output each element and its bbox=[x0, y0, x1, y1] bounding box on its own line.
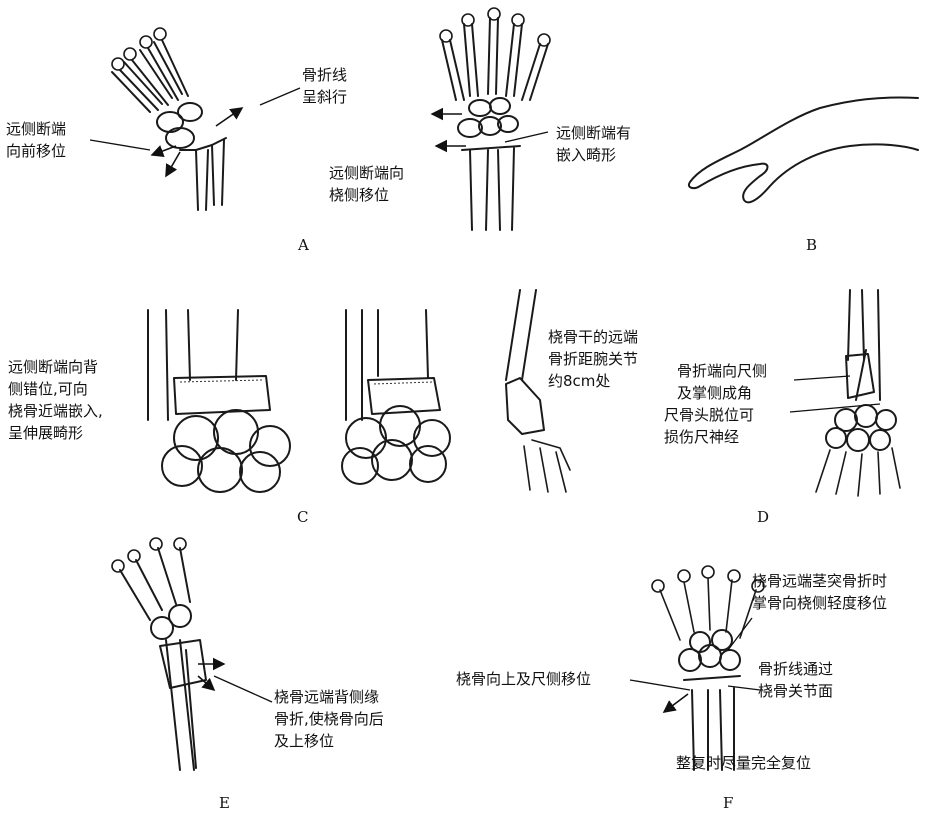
label-line-3: 及上移位 bbox=[274, 732, 335, 750]
label-line-2: 呈斜行 bbox=[302, 88, 348, 106]
label-line-2: 掌骨向桡侧轻度移位 bbox=[752, 594, 888, 612]
panel-b-hand-silhouette bbox=[688, 96, 919, 204]
label-distal-radial-displacement: 远侧断端向 桡侧移位 bbox=[329, 162, 404, 206]
panel-d-ap-angulation-drawing bbox=[789, 289, 901, 497]
panel-letter-c: C bbox=[297, 508, 309, 526]
label-dorsal-rim-fracture: 桡骨远端背侧缘 骨折,使桡骨向后 及上移位 bbox=[274, 686, 384, 752]
label-line-3: 约8cm处 bbox=[548, 372, 611, 390]
label-line-1: 骨折线 bbox=[302, 66, 348, 84]
panel-d-shaft-fracture-drawing bbox=[505, 289, 571, 493]
label-articular-surface-fracture: 骨折线通过 桡骨关节面 bbox=[758, 658, 833, 702]
label-line-2: 向前移位 bbox=[6, 142, 67, 160]
panel-f-styloid-fracture-drawing bbox=[629, 565, 765, 771]
panel-letter-a: A bbox=[298, 236, 309, 254]
label-line-1: 骨折端向尺侧 bbox=[677, 362, 768, 380]
panel-letter-d: D bbox=[757, 508, 770, 526]
label-line-3: 桡骨近端嵌入, bbox=[8, 402, 103, 420]
label-styloid-fracture: 桡骨远端茎突骨折时 掌骨向桡侧轻度移位 bbox=[752, 570, 887, 614]
label-line-1: 远侧断端有 bbox=[556, 124, 632, 142]
label-line-1: 远侧断端向背 bbox=[8, 358, 99, 376]
label-line-1: 远侧断端向 bbox=[329, 164, 405, 182]
label-impaction-deformity: 远侧断端有 嵌入畸形 bbox=[556, 122, 631, 166]
label-line-4: 呈伸展畸形 bbox=[8, 424, 84, 442]
label-dorsal-displacement: 远侧断端向背 侧错位,可向 桡骨近端嵌入, 呈伸展畸形 bbox=[8, 356, 103, 444]
label-line-2: 骨折距腕关节 bbox=[548, 350, 639, 368]
panel-e-dorsal-rim-drawing bbox=[111, 537, 273, 771]
label-line-2: 及掌侧成角 bbox=[677, 384, 753, 402]
label-line-1: 远侧断端 bbox=[6, 120, 67, 138]
label-distal-forward-displacement: 远侧断端 向前移位 bbox=[6, 118, 66, 162]
label-oblique-fracture-line: 骨折线 呈斜行 bbox=[302, 64, 347, 108]
panel-a-lateral-wrist-drawing bbox=[89, 27, 301, 211]
label-line-1: 尺骨头脱位可 bbox=[664, 406, 755, 424]
panel-a-ap-wrist-drawing bbox=[430, 7, 551, 231]
panel-letter-e: E bbox=[219, 794, 230, 812]
label-ulnar-palmar-angulation: 骨折端向尺侧 及掌侧成角 bbox=[677, 360, 767, 404]
label-line-2: 骨折,使桡骨向后 bbox=[274, 710, 384, 728]
label-line-2: 桡骨关节面 bbox=[758, 682, 834, 700]
panel-letter-b: B bbox=[806, 236, 818, 254]
label-line-2: 侧错位,可向 bbox=[8, 380, 88, 398]
label-line-1: 骨折线通过 bbox=[758, 660, 834, 678]
label-line-1: 桡骨远端茎突骨折时 bbox=[752, 572, 888, 590]
label-ulnar-head-dislocation: 尺骨头脱位可 损伤尺神经 bbox=[664, 404, 754, 448]
label-upward-ulnar-displacement: 桡骨向上及尺侧移位 bbox=[456, 670, 592, 688]
label-line-2: 桡侧移位 bbox=[329, 186, 390, 204]
label-complete-reduction: 整复时尽量完全复位 bbox=[676, 754, 812, 772]
label-line-2: 损伤尺神经 bbox=[664, 428, 740, 446]
label-line-1: 桡骨远端背侧缘 bbox=[274, 688, 380, 706]
label-line-1: 桡骨干的远端 bbox=[548, 328, 639, 346]
label-line-2: 嵌入畸形 bbox=[556, 146, 617, 164]
label-shaft-fracture-distance: 桡骨干的远端 骨折距腕关节 约8cm处 bbox=[548, 326, 638, 392]
panel-c-dorsal-displacement-drawing bbox=[147, 309, 451, 493]
panel-letter-f: F bbox=[723, 794, 734, 812]
